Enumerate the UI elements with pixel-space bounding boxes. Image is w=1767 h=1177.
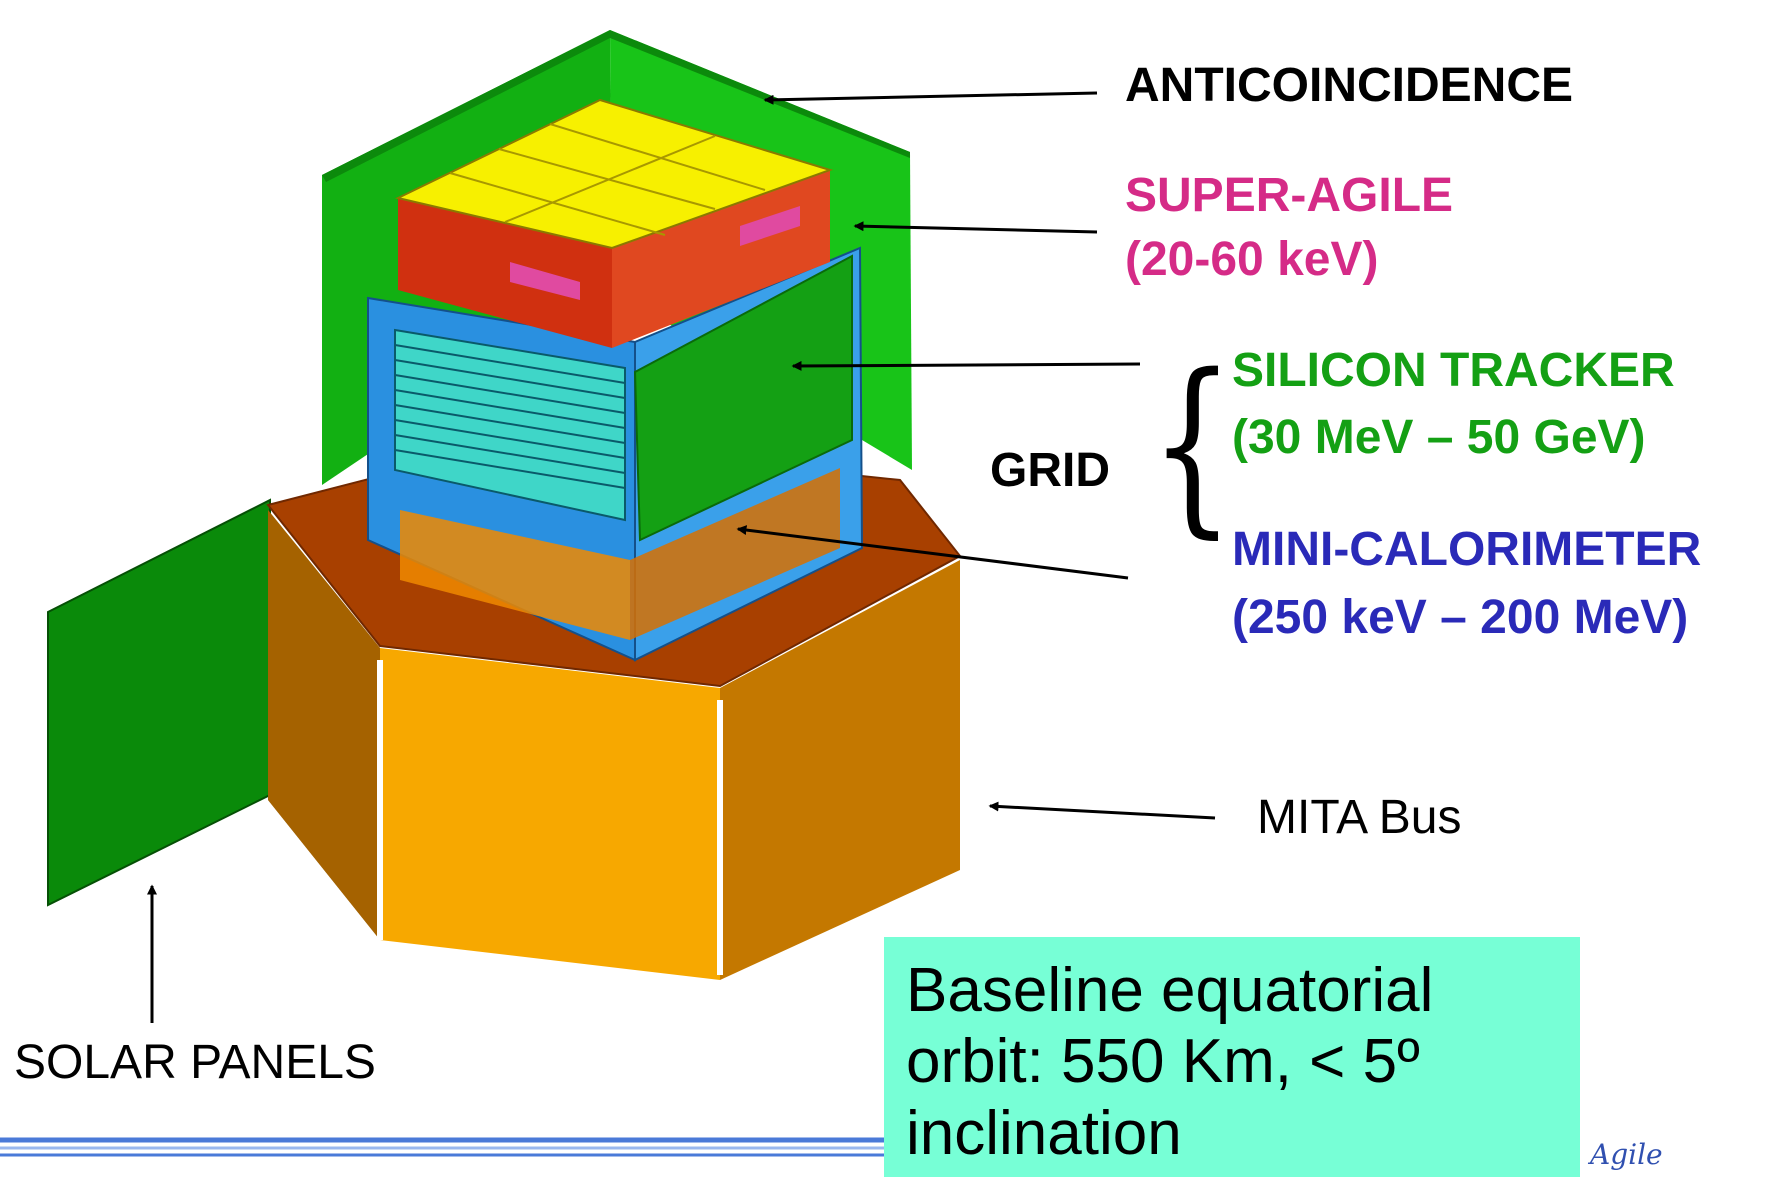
label-mini-calorimeter: MINI-CALORIMETER [1232, 523, 1702, 576]
super-agile-unit [395, 98, 834, 348]
label-solar-panels: SOLAR PANELS [14, 1036, 376, 1089]
corner-logo-icon: Agile [1590, 1138, 1663, 1171]
orbit-line-3: inclination [906, 1098, 1182, 1168]
label-super-agile: SUPER-AGILE [1125, 169, 1454, 222]
brace-icon: { [1150, 334, 1235, 555]
label-silicon-tracker-range: (30 MeV – 50 GeV) [1232, 411, 1646, 464]
label-super-agile-range: (20-60 keV) [1125, 233, 1379, 286]
label-anticoincidence: ANTICOINCIDENCE [1125, 59, 1574, 112]
orbit-info-box: Baseline equatorial orbit: 550 Km, < 5º … [884, 937, 1580, 1177]
solar-panel [47, 498, 271, 907]
arrow-icon [853, 221, 1098, 234]
detector-stack [367, 246, 864, 662]
orbit-line-1: Baseline equatorial [906, 956, 1434, 1025]
arrow-icon [763, 91, 1098, 105]
orbit-line-2: orbit: 550 Km, < 5º [906, 1027, 1420, 1097]
arrow-icon [791, 360, 1141, 371]
label-grid: GRID [990, 444, 1110, 497]
arrow-icon [988, 801, 1216, 820]
label-silicon-tracker: SILICON TRACKER [1232, 344, 1675, 397]
label-mita-bus: MITA Bus [1257, 791, 1462, 844]
label-mini-calorimeter-range: (250 keV – 200 MeV) [1232, 591, 1689, 644]
footer-lines-icon [0, 1137, 884, 1157]
arrow-icon [736, 525, 1129, 580]
